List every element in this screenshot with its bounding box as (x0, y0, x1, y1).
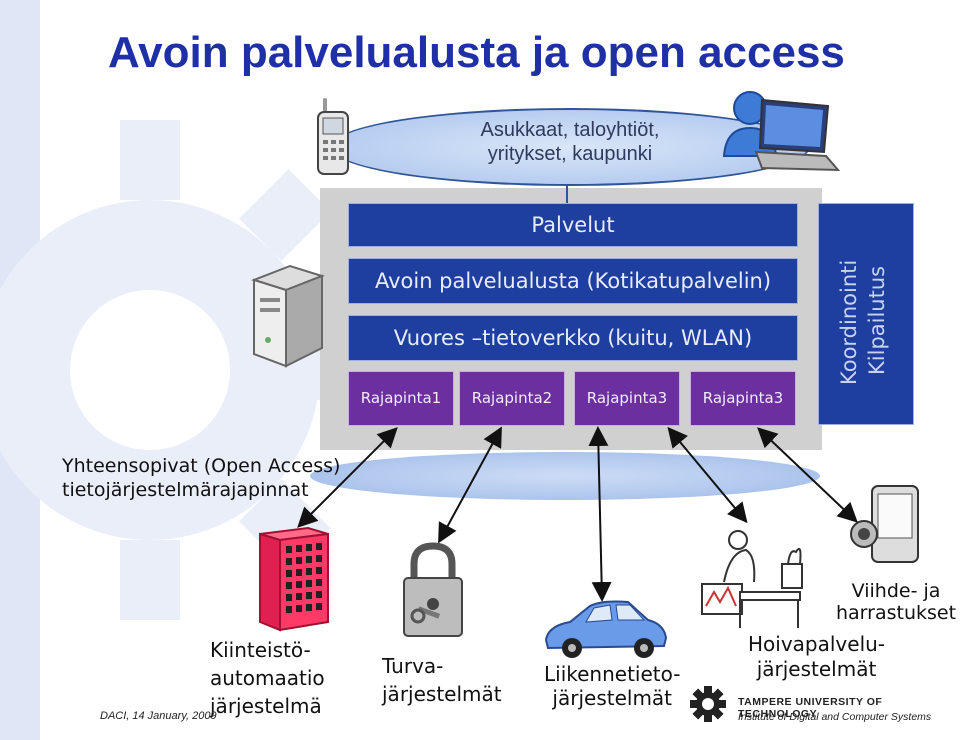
traffic-systems-label: Liikennetieto- järjestelmät (544, 662, 680, 710)
institute-name: Institute of Digital and Computer System… (738, 711, 932, 723)
coordination-text: Koordinointi Kilpailutus (837, 260, 889, 385)
users-line-1: Asukkaat, taloyhtiöt, (480, 119, 660, 141)
security-line-1: Turva- (382, 654, 444, 678)
services-box: Palvelut (348, 203, 798, 247)
ellipse-connector (566, 184, 568, 204)
open-access-line-2: tietojärjestelmärajapinnat (62, 479, 309, 501)
users-ellipse-label: Asukkaat, taloyhtiöt, yritykset, kaupunk… (420, 118, 720, 166)
building-line-2: automaatio (210, 666, 325, 690)
open-access-line-1: Yhteensopivat (Open Access) (62, 455, 341, 477)
entertainment-line-2: harrastukset (836, 602, 957, 624)
car-icon (544, 600, 668, 658)
care-line-2: järjestelmät (756, 657, 877, 681)
university-name: TAMPERE UNIVERSITY OF TECHNOLOGY (738, 696, 883, 720)
video-camera-icon (850, 485, 919, 563)
page-title: Avoin palvelualusta ja open access (108, 28, 845, 77)
laptop-icon (754, 98, 840, 172)
entertainment-label: Viihde- ja harrastukset (836, 580, 956, 624)
interface-box-2: Rajapinta2 (459, 371, 565, 426)
interface-box-1: Rajapinta1 (348, 371, 454, 426)
tut-logo-icon (690, 686, 726, 722)
building-line-1: Kiinteistö- (210, 638, 311, 662)
services-label: Palvelut (531, 213, 615, 237)
care-line-1: Hoivapalvelu- (748, 632, 886, 656)
network-box: Vuores –tietoverkko (kuitu, WLAN) (348, 315, 798, 361)
mobile-phone-icon (317, 98, 349, 175)
entertainment-line-1: Viihde- ja (851, 580, 941, 602)
coordination-box (818, 203, 914, 425)
traffic-line-1: Liikennetieto- (544, 662, 681, 686)
users-line-2: yritykset, kaupunki (487, 143, 653, 165)
care-systems-label: Hoivapalvelu- järjestelmät (748, 632, 885, 682)
footer-date: DACI, 14 January, 2009 (100, 710, 217, 722)
padlock-icon (403, 542, 463, 637)
traffic-line-2: järjestelmät (552, 686, 673, 710)
interface-box-4: Rajapinta3 (690, 371, 796, 426)
service-platform-box: Avoin palvelualusta (Kotikatupalvelin) (348, 258, 798, 304)
building-automation-label: Kiinteistö- automaatio järjestelmä (210, 636, 325, 720)
security-systems-label: Turva- järjestelmät (382, 652, 502, 708)
building-line-3: järjestelmä (210, 694, 322, 718)
open-access-label: Yhteensopivat (Open Access) tietojärjest… (62, 454, 340, 502)
security-line-2: järjestelmät (382, 682, 502, 706)
network-label: Vuores –tietoverkko (kuitu, WLAN) (393, 326, 753, 350)
service-platform-label: Avoin palvelualusta (Kotikatupalvelin) (374, 269, 772, 293)
coordination-line-2: Kilpailutus (865, 266, 889, 375)
interface-box-3: Rajapinta3 (574, 371, 680, 426)
server-icon (250, 264, 326, 368)
coordination-line-1: Koordinointi (837, 260, 861, 385)
hospital-bed-icon (701, 530, 803, 628)
building-icon (259, 526, 329, 632)
